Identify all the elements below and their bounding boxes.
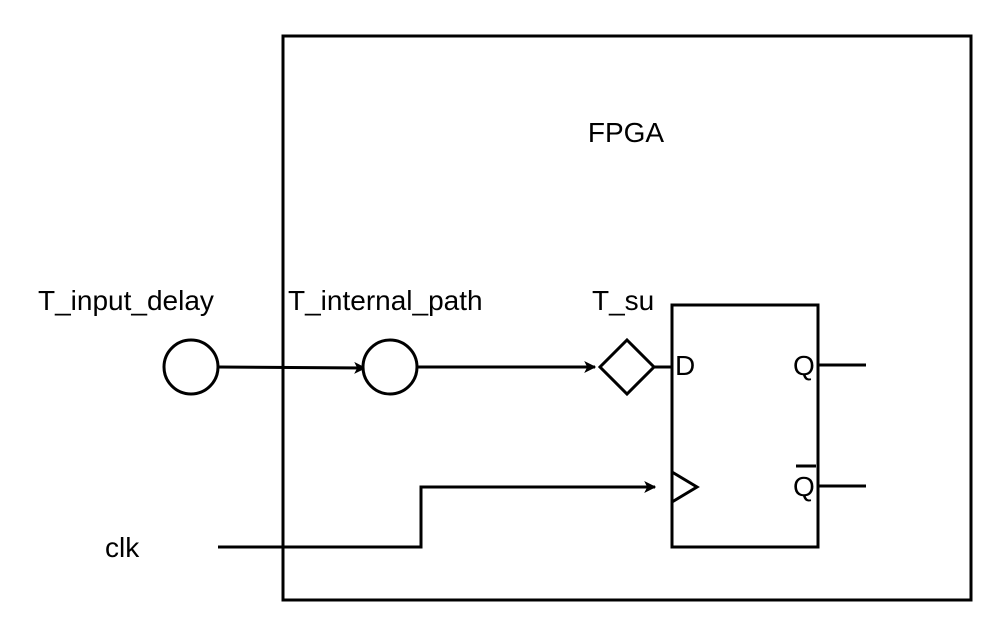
clock-label: clk xyxy=(105,532,140,563)
setup-diamond-node xyxy=(597,337,657,397)
flipflop-body xyxy=(670,303,820,549)
flipflop-d-pin-label: D xyxy=(675,350,695,381)
input-delay-node xyxy=(162,338,220,396)
setup-time-label: T_su xyxy=(592,285,654,316)
clock-wire xyxy=(218,481,657,549)
internal-path-label: T_internal_path xyxy=(288,285,483,316)
flipflop-q-pin-label: Q xyxy=(793,350,815,381)
clock-input-triangle xyxy=(671,470,700,504)
fpga-label: FPGA xyxy=(588,117,665,148)
flipflop-qbar-pin-label: Q xyxy=(793,471,815,502)
internal-path-node xyxy=(361,338,419,396)
input-to-internal-wire xyxy=(217,361,367,374)
input-delay-label: T_input_delay xyxy=(38,285,214,316)
fpga-boundary xyxy=(281,34,973,602)
